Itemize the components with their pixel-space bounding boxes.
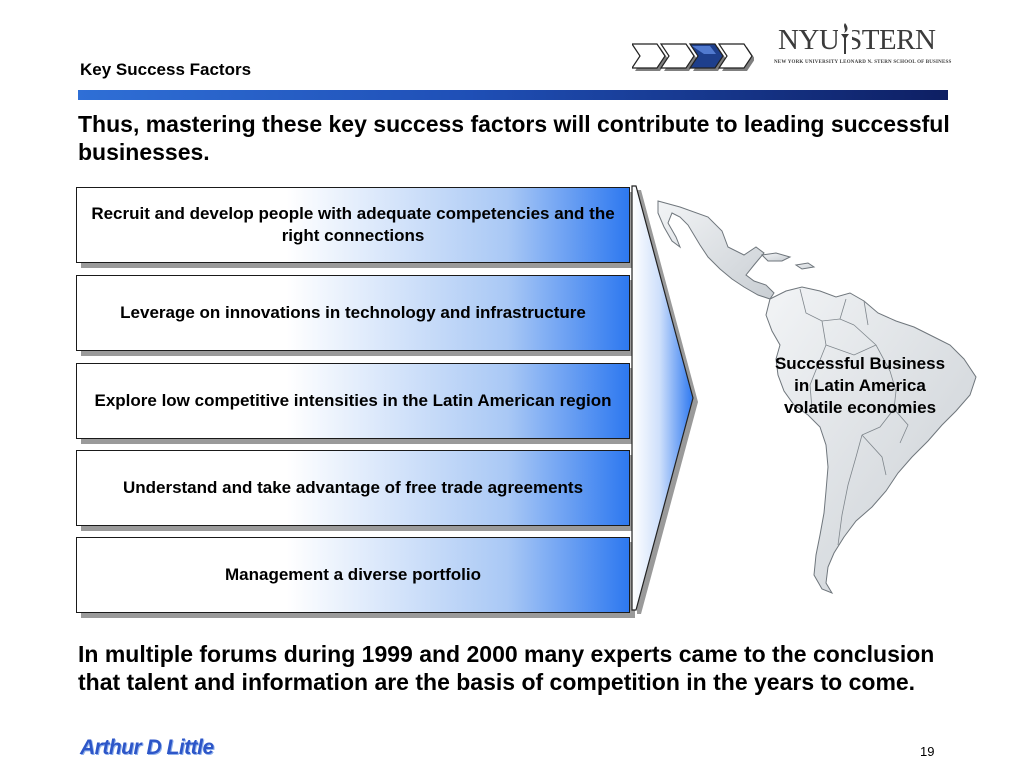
mexico-region — [657, 200, 775, 300]
arthur-d-little-logo: Arthur D Little — [80, 736, 214, 759]
factor-text: Understand and take advantage of free tr… — [122, 478, 584, 497]
factor-box-1: Recruit and develop people with adequate… — [76, 187, 630, 263]
chevron-1 — [632, 43, 668, 71]
intro-statement: Thus, mastering these key success factor… — [78, 111, 950, 165]
factor-box-2: Leverage on innovations in technology an… — [76, 275, 630, 351]
caribbean-islands — [760, 252, 792, 262]
header-divider-bar — [78, 90, 948, 100]
factor-text: Management a diverse portfolio — [225, 565, 481, 584]
factor-box-4: Understand and take advantage of free tr… — [76, 450, 630, 526]
conclusion-statement: In multiple forums during 1999 and 2000 … — [78, 641, 935, 695]
torch-icon — [838, 22, 852, 56]
factor-text: Leverage on innovations in technology an… — [120, 303, 586, 322]
latin-america-map — [657, 200, 977, 595]
factor-text: Recruit and develop people with adequate… — [91, 204, 615, 245]
factor-box-5: Management a diverse portfolio — [76, 537, 630, 613]
factor-text: Explore low competitive intensities in t… — [94, 391, 612, 410]
chevron-2 — [659, 43, 697, 71]
outcome-label: Successful Business in Latin America vol… — [774, 354, 946, 417]
page-title: Key Success Factors — [80, 60, 252, 79]
south-america-region — [765, 286, 977, 595]
page-number: 19 — [920, 744, 935, 759]
nyu-stern-logo: NYU STERN NEW YORK UNIVERSITY LEONARD N.… — [772, 22, 952, 70]
convergence-arrow — [631, 185, 698, 614]
chevron-3-active — [688, 43, 726, 71]
logo-wordmark: NYU STERN — [778, 24, 936, 56]
chevron-progress-icon — [632, 43, 754, 71]
chevron-4 — [717, 43, 754, 71]
logo-subtitle: NEW YORK UNIVERSITY LEONARD N. STERN SCH… — [774, 60, 952, 65]
factor-box-3: Explore low competitive intensities in t… — [76, 363, 630, 439]
